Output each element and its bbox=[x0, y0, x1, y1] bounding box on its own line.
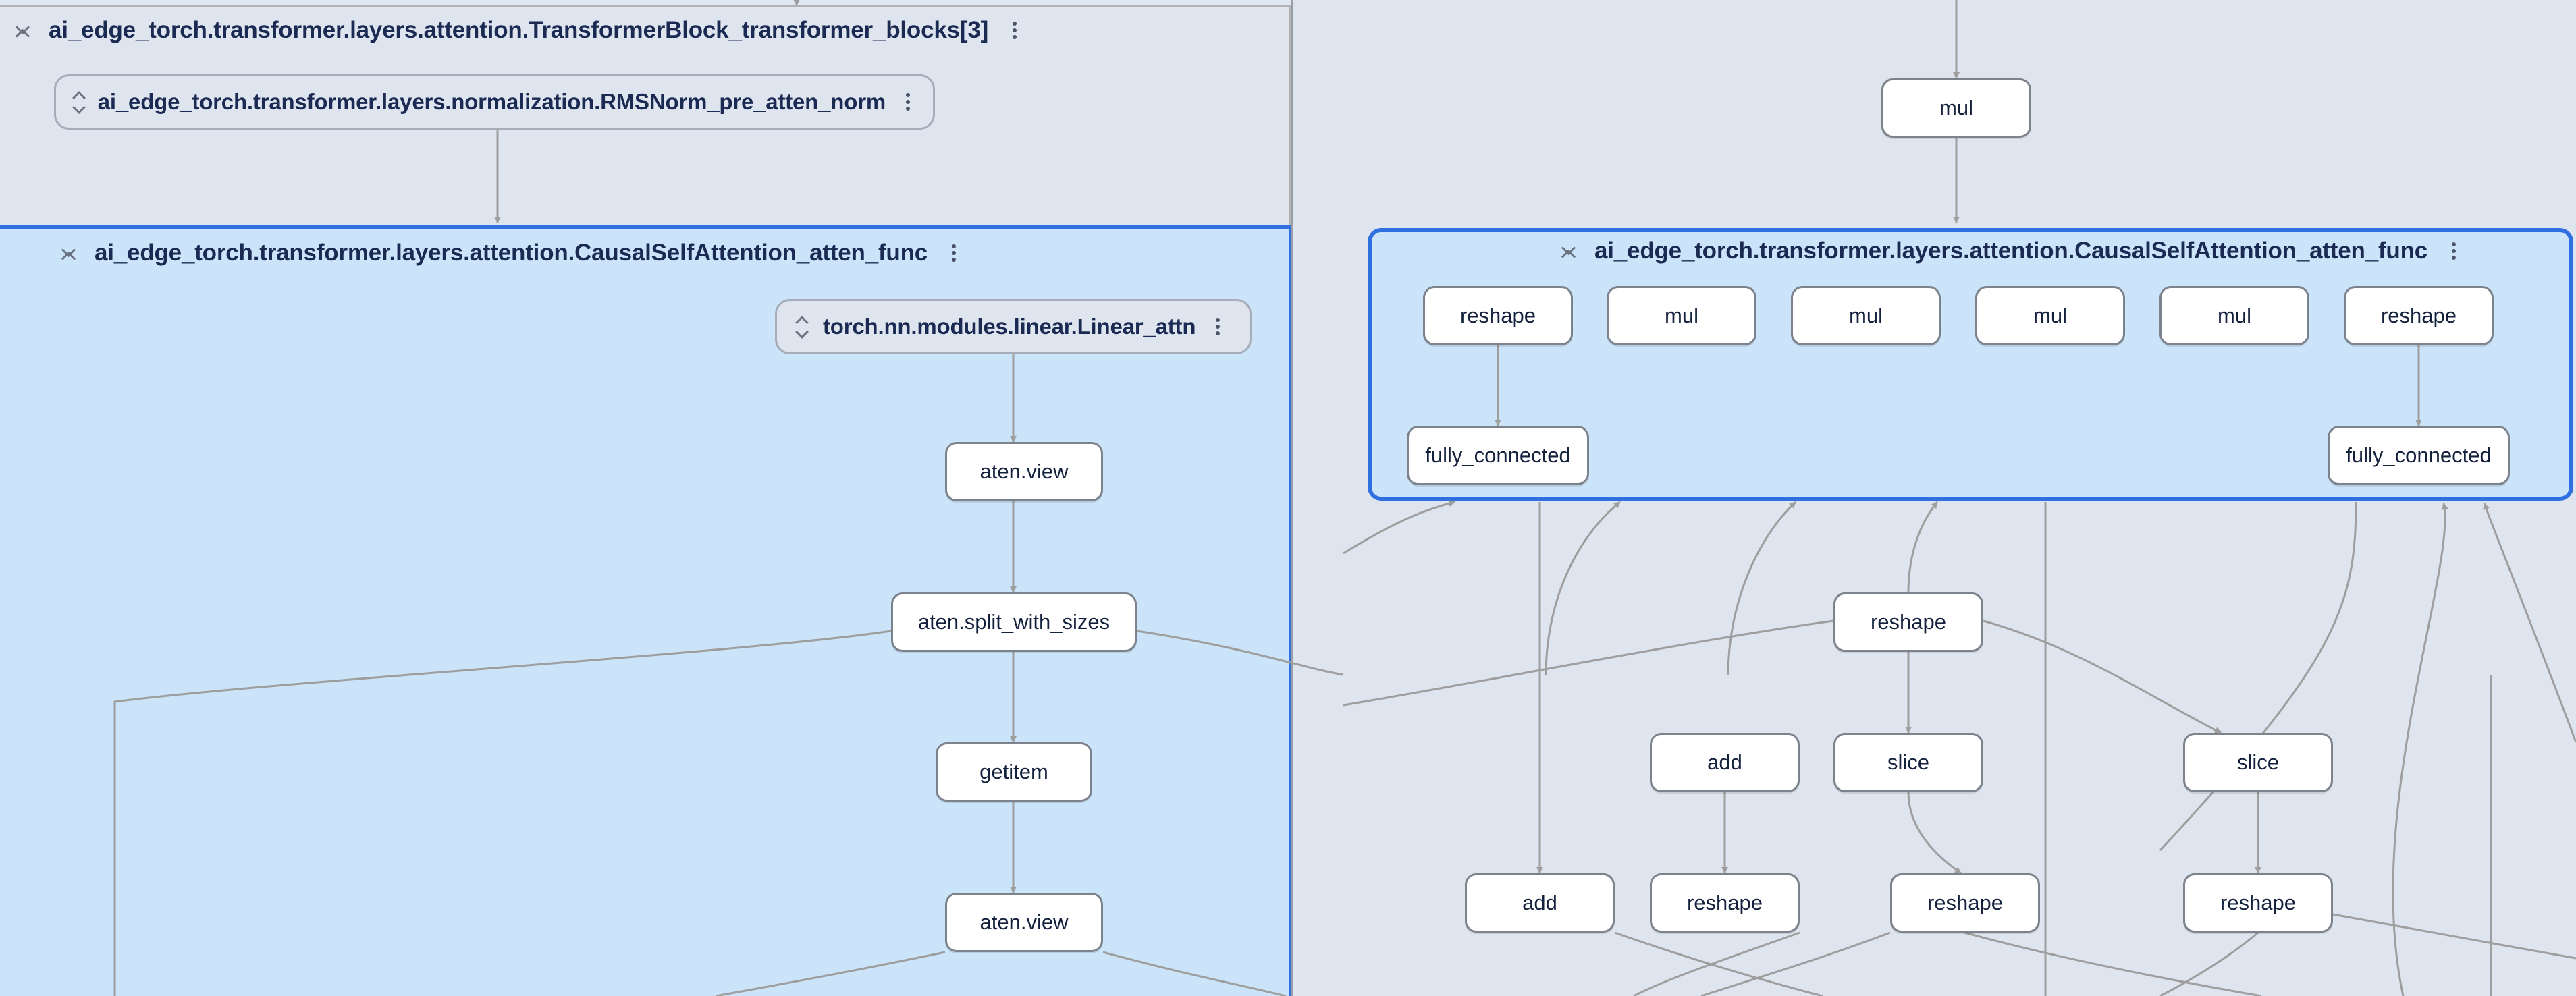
transformer-block-group-title: ai_edge_torch.transformer.layers.attenti… bbox=[49, 17, 989, 43]
more-vert-icon[interactable] bbox=[945, 244, 964, 262]
rmsnorm-module-pill[interactable]: ai_edge_torch.transformer.layers.normali… bbox=[54, 74, 935, 130]
op-node-aten-view-2[interactable]: aten.view bbox=[945, 893, 1103, 952]
op-node-aten-split-with-sizes[interactable]: aten.split_with_sizes bbox=[891, 592, 1137, 652]
transformer-block-group-header[interactable]: ai_edge_torch.transformer.layers.attenti… bbox=[14, 17, 1025, 44]
rmsnorm-module-label: ai_edge_torch.transformer.layers.normali… bbox=[97, 89, 886, 114]
linear-module-pill[interactable]: torch.nn.modules.linear.Linear_attn bbox=[775, 299, 1252, 354]
op-node-reshape-f[interactable]: reshape bbox=[2183, 873, 2333, 933]
op-node-fully-connected-2[interactable]: fully_connected bbox=[2328, 426, 2510, 485]
more-vert-icon[interactable] bbox=[1006, 22, 1025, 39]
op-node-fully-connected-1[interactable]: fully_connected bbox=[1407, 426, 1589, 485]
op-node-mul-2[interactable]: mul bbox=[1791, 286, 1941, 345]
op-node-add-2[interactable]: add bbox=[1465, 873, 1615, 933]
op-node-slice-1[interactable]: slice bbox=[1833, 733, 1983, 792]
more-vert-icon[interactable] bbox=[1209, 318, 1228, 335]
collapse-chevrons-icon[interactable] bbox=[1559, 238, 1577, 264]
op-node-add-1[interactable]: add bbox=[1650, 733, 1800, 792]
op-node-getitem[interactable]: getitem bbox=[936, 742, 1092, 802]
linear-module-label: torch.nn.modules.linear.Linear_attn bbox=[823, 314, 1196, 339]
collapse-chevrons-icon[interactable] bbox=[59, 240, 77, 266]
right-causal-self-attention-title: ai_edge_torch.transformer.layers.attenti… bbox=[1594, 238, 2428, 264]
left-causal-self-attention-title: ai_edge_torch.transformer.layers.attenti… bbox=[95, 240, 928, 266]
expand-chevrons-icon[interactable] bbox=[72, 89, 84, 115]
op-node-aten-view-1[interactable]: aten.view bbox=[945, 442, 1103, 501]
op-node-mul-1[interactable]: mul bbox=[1607, 286, 1756, 345]
more-vert-icon[interactable] bbox=[2445, 242, 2464, 260]
op-node-mul-3[interactable]: mul bbox=[1975, 286, 2125, 345]
op-node-reshape-e[interactable]: reshape bbox=[1890, 873, 2040, 933]
expand-chevrons-icon[interactable] bbox=[793, 314, 809, 339]
more-vert-icon[interactable] bbox=[899, 93, 917, 111]
collapse-chevrons-icon[interactable] bbox=[14, 18, 31, 43]
op-node-slice-2[interactable]: slice bbox=[2183, 733, 2333, 792]
left-causal-self-attention-header[interactable]: ai_edge_torch.transformer.layers.attenti… bbox=[59, 240, 964, 267]
op-node-mul-top[interactable]: mul bbox=[1881, 78, 2031, 138]
op-node-reshape-d[interactable]: reshape bbox=[1650, 873, 1800, 933]
op-node-reshape-a[interactable]: reshape bbox=[1423, 286, 1573, 345]
op-node-mul-4[interactable]: mul bbox=[2159, 286, 2309, 345]
right-causal-self-attention-header[interactable]: ai_edge_torch.transformer.layers.attenti… bbox=[1559, 238, 2464, 265]
op-node-reshape-c[interactable]: reshape bbox=[1833, 592, 1983, 652]
op-node-reshape-b[interactable]: reshape bbox=[2344, 286, 2494, 345]
